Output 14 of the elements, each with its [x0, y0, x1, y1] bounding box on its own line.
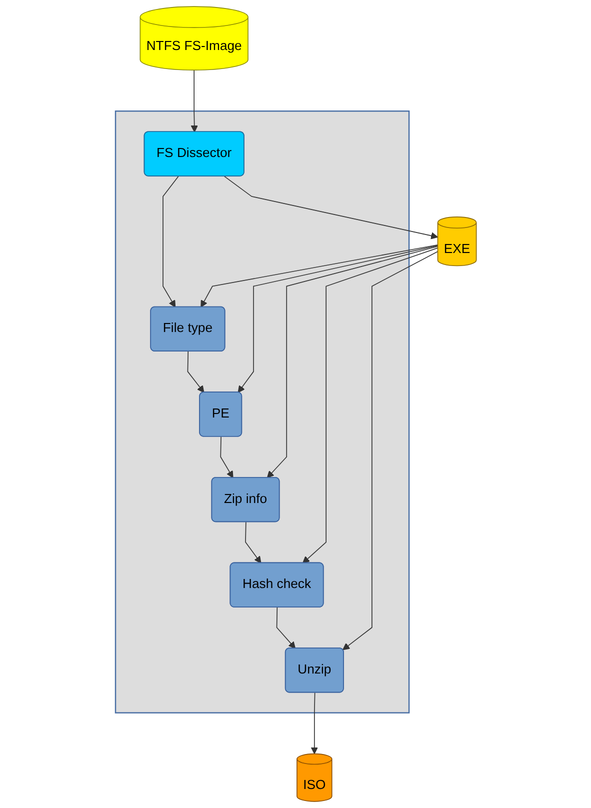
arrow	[244, 522, 261, 564]
cluster	[114, 110, 410, 714]
arrow	[266, 246, 438, 478]
arrow	[276, 606, 296, 649]
arrow	[224, 176, 438, 240]
arrow	[162, 176, 178, 308]
arrow	[220, 436, 233, 478]
arrow	[342, 251, 438, 650]
arrow	[200, 244, 438, 308]
arrow	[237, 245, 438, 393]
arrow	[190, 70, 198, 132]
arrow	[302, 248, 438, 564]
arrow	[310, 692, 318, 754]
arrow	[186, 351, 204, 393]
